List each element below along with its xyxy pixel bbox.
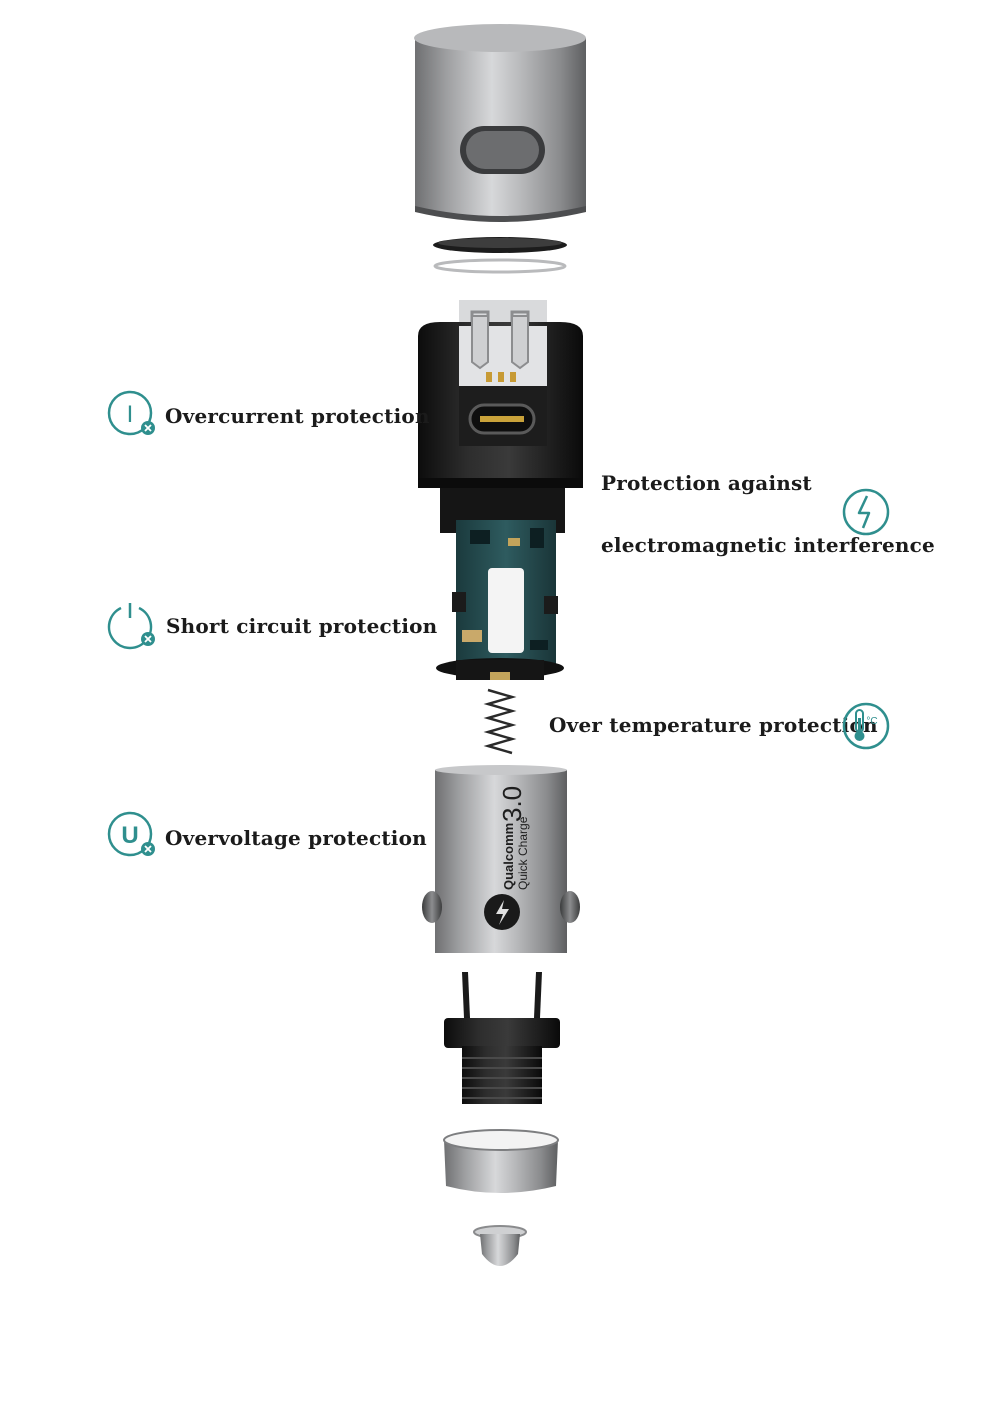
shell-version-text: 3.0	[497, 786, 527, 822]
bottom-cup	[443, 1129, 559, 1193]
voltage-icon: U	[107, 811, 155, 857]
overvoltage-label: Overvoltage protection	[165, 826, 427, 850]
gasket-rings	[433, 237, 567, 274]
svg-text:I: I	[127, 401, 134, 428]
contact-tip	[473, 1225, 527, 1266]
contact-clip	[444, 972, 560, 1104]
emi-label-line2: electromagnetic interference	[601, 533, 935, 557]
main-shell: Qualcomm Quick Charge 3.0	[422, 765, 580, 953]
lightning-icon	[842, 488, 890, 536]
emi-label-line1: Protection against	[601, 471, 812, 495]
svg-text:°C: °C	[866, 716, 877, 727]
overcurrent-label: Overcurrent protection	[165, 404, 430, 428]
top-cap	[414, 24, 586, 222]
thermometer-icon: °C	[842, 702, 890, 750]
spring	[483, 688, 517, 755]
svg-text:U: U	[121, 822, 138, 849]
power-icon	[107, 603, 155, 650]
shell-product-text: Quick Charge	[516, 816, 530, 890]
shell-brand-text: Qualcomm	[501, 823, 516, 890]
usb-head	[418, 300, 583, 533]
circuit-board	[436, 520, 564, 680]
short-circuit-label: Short circuit protection	[166, 614, 438, 638]
current-icon: I	[107, 390, 155, 436]
temperature-label: Over temperature protection	[549, 713, 878, 737]
